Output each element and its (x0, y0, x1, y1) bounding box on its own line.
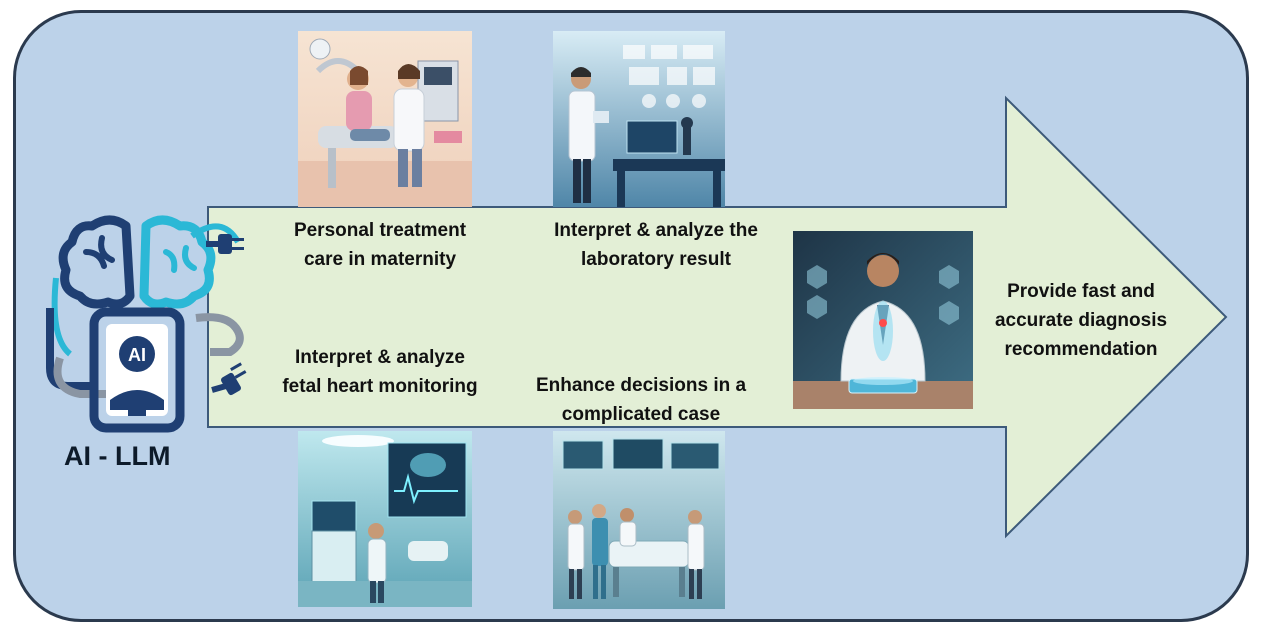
complicated-case-illustration (553, 431, 725, 614)
task-label-fetal: Interpret & analyze fetal heart monitori… (282, 347, 478, 397)
ai-badge-text: AI (128, 345, 146, 365)
laboratory-illustration (553, 31, 725, 212)
ai-llm-label: AI - LLM (64, 441, 171, 471)
workflow-arrow (207, 95, 1228, 539)
diagram-panel: AI AI - LLM Personal treatment care in m… (13, 10, 1249, 622)
brain-right-icon (139, 215, 216, 309)
ai-llm-logo: AI (46, 208, 276, 443)
task-label-complicated: Enhance decisions in a complicated case (535, 375, 747, 425)
outcome-label: Provide fast and accurate diagnosis reco… (994, 281, 1168, 360)
fetal-monitoring-illustration (298, 431, 472, 612)
maternity-care-illustration (298, 31, 472, 212)
brain-left-icon (58, 215, 135, 309)
diagnosis-doctor-illustration (793, 231, 973, 414)
task-label-maternity: Personal treatment care in maternity (293, 220, 467, 270)
plug-top-icon (206, 234, 244, 254)
plug-bottom-icon (211, 362, 247, 396)
task-label-lab: Interpret & analyze the laboratory resul… (554, 220, 758, 270)
